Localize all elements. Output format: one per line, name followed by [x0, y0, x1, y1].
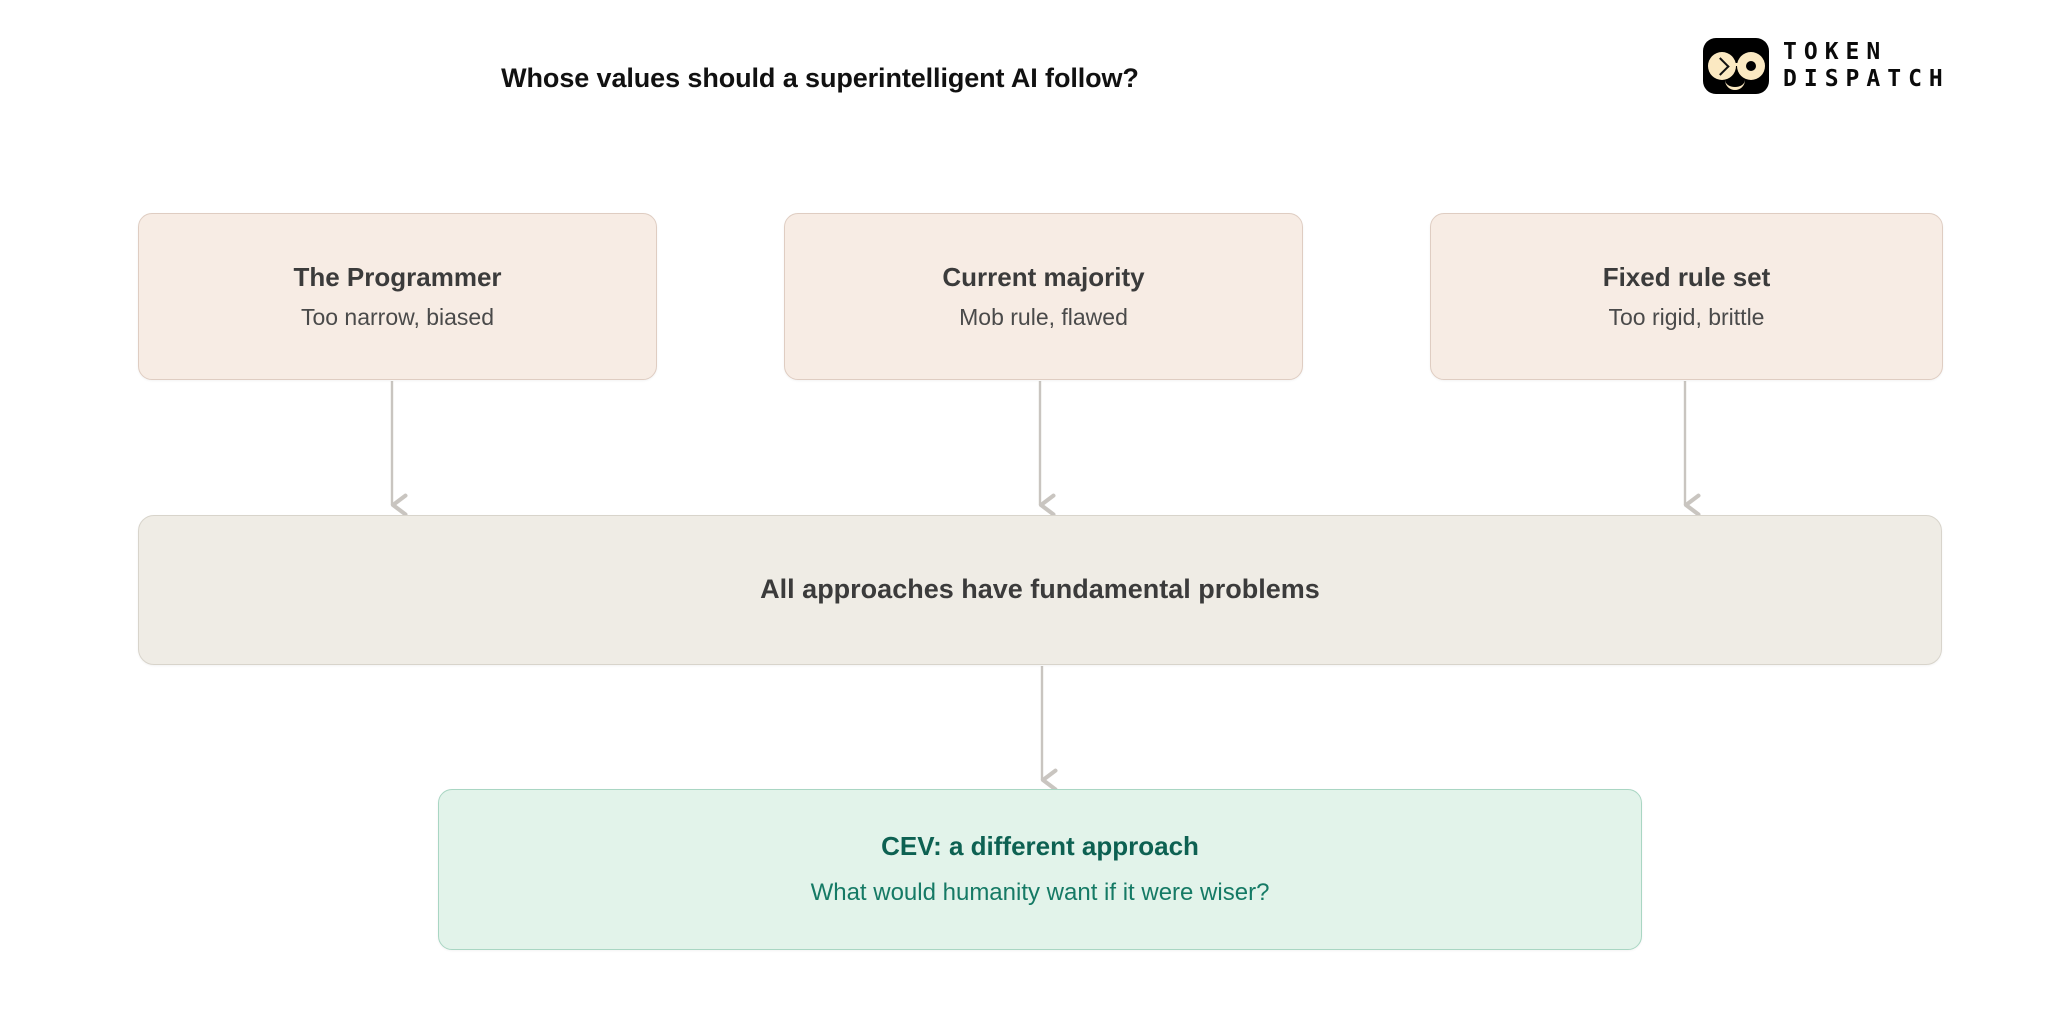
node-current-majority[interactable]: Current majority Mob rule, flawed — [784, 213, 1303, 380]
node-title: CEV: a different approach — [881, 831, 1199, 862]
node-title: Current majority — [942, 261, 1145, 292]
node-subtitle: Too rigid, brittle — [1608, 303, 1765, 330]
node-title: All approaches have fundamental problems — [760, 574, 1320, 605]
node-title: The Programmer — [293, 261, 502, 292]
logo-wordmark-line-1: TOKEN — [1783, 39, 1888, 65]
logo-wordmark-line-2: DISPATCH — [1783, 66, 1950, 92]
logo-right-eye-icon — [1737, 52, 1765, 80]
logo-left-eye-icon — [1708, 52, 1736, 80]
node-subtitle: What would humanity want if it were wise… — [810, 879, 1270, 907]
node-fixed-rule-set[interactable]: Fixed rule set Too rigid, brittle — [1430, 213, 1943, 380]
token-dispatch-logo: TOKEN DISPATCH — [1703, 36, 2023, 96]
node-the-programmer[interactable]: The Programmer Too narrow, biased — [138, 213, 657, 380]
token-dispatch-face-icon — [1703, 38, 1769, 94]
node-all-approaches-have-fundamental-problems[interactable]: All approaches have fundamental problems — [138, 515, 1942, 665]
logo-wordmark: TOKEN DISPATCH — [1783, 41, 1950, 91]
node-subtitle: Mob rule, flawed — [959, 303, 1128, 330]
node-subtitle: Too narrow, biased — [300, 303, 495, 330]
logo-smile-icon — [1725, 77, 1745, 90]
page-title: Whose values should a superintelligent A… — [501, 63, 1139, 93]
node-cev-a-different-approach[interactable]: CEV: a different approach What would hum… — [438, 789, 1642, 950]
node-title: Fixed rule set — [1602, 261, 1771, 292]
